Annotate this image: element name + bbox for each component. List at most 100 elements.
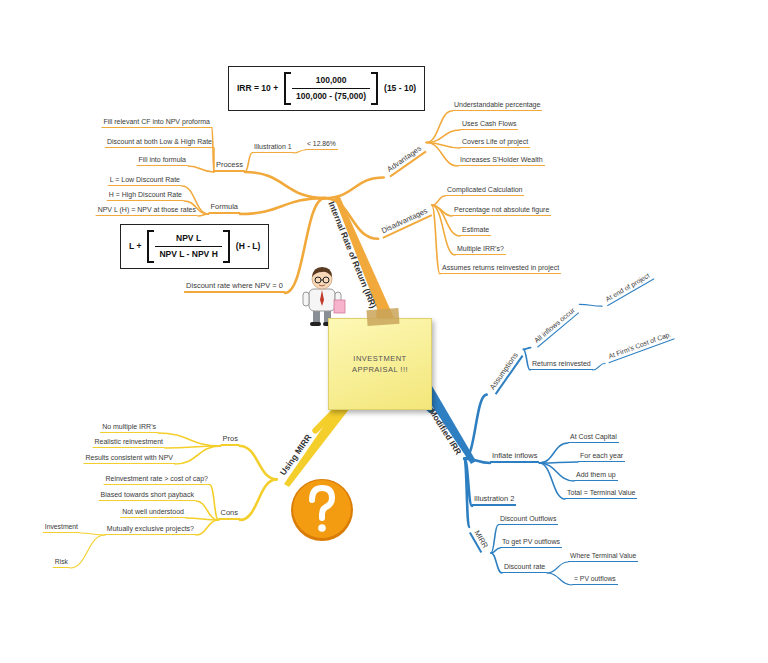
branch-topic: Fill relevant CF into NPV proforma xyxy=(101,117,212,128)
branch-line xyxy=(240,446,277,479)
topic-text: Reinvestment rate > cost of cap? xyxy=(105,475,208,482)
topic-text: MIRR xyxy=(473,529,490,550)
branch-line xyxy=(198,214,208,216)
branch-trunk xyxy=(284,402,350,487)
branch-topic: < 12.86% xyxy=(305,139,338,150)
topic-text: Mutually exclusive projects? xyxy=(107,525,194,532)
topic-text: Not well understood xyxy=(122,508,184,515)
branch-topic: Illustration 2 xyxy=(472,494,516,506)
topic-text: Biased towards short payback xyxy=(101,491,194,498)
branch-topic: MIRR xyxy=(469,527,491,553)
topic-text: At end of project xyxy=(604,272,650,303)
branch-topic: Formula xyxy=(208,202,240,214)
branch-topic: Understandable percentage xyxy=(452,100,542,111)
topic-text: Returns reinvested xyxy=(532,360,591,367)
branch-topic: Where Terminal Value xyxy=(568,551,638,562)
topic-text: Process xyxy=(216,160,243,169)
sticky-tape xyxy=(366,308,399,326)
branch-line xyxy=(523,348,530,350)
branch-line xyxy=(432,196,445,205)
branch-line xyxy=(294,150,305,153)
branch-topic: Covers Life of project xyxy=(460,137,530,148)
topic-text: Multiple IRR's? xyxy=(457,245,504,252)
topic-text: Fill relevant CF into NPV proforma xyxy=(103,118,210,125)
formula-text: NPV L - NPV H xyxy=(155,247,221,260)
topic-text: Modified IRR xyxy=(427,407,463,456)
branch-topic: Add them up xyxy=(574,470,618,481)
branch-line xyxy=(70,535,105,568)
branch-line xyxy=(464,459,490,463)
branch-line xyxy=(491,548,500,553)
branch-topic: Cons xyxy=(218,508,240,520)
branch-line xyxy=(432,205,440,274)
branch-topic: At Firm's Cost of Cap. xyxy=(605,329,675,363)
formula-box: IRR = 10 +100,000100,000 - (75,000)(15 -… xyxy=(228,66,425,111)
branch-line xyxy=(188,166,214,172)
topic-text: Illustration 1 xyxy=(254,143,292,150)
branch-line xyxy=(285,198,325,293)
branch-line xyxy=(491,553,502,573)
topic-text: Fill into formula xyxy=(139,156,186,163)
formula-text: 100,000 - (75,000) xyxy=(292,89,370,102)
branch-line xyxy=(245,172,325,198)
branch-line xyxy=(80,533,105,535)
branch-line xyxy=(464,395,486,459)
topic-text: Cons xyxy=(220,508,238,517)
formula-text: (H - L) xyxy=(236,241,261,252)
branch-topic: = PV outflows xyxy=(572,574,618,585)
branch-line xyxy=(579,304,602,306)
topic-text: Total = Terminal Value xyxy=(567,489,635,496)
topic-text: Internal Rate of Return (IRR) xyxy=(326,200,378,310)
branch-topic: Illustration 1 xyxy=(252,142,294,153)
branch-line xyxy=(539,443,568,463)
branch-line xyxy=(196,501,218,520)
topic-text: At Firm's Cost of Cap. xyxy=(607,330,672,359)
topic-text: Disadvantages xyxy=(380,206,429,235)
branch-topic: Inflate inflows xyxy=(490,451,539,463)
branch-topic: Discount rate where NPV = 0 xyxy=(184,281,285,293)
topic-text: Increases S'Holder Wealth xyxy=(460,156,543,163)
topic-text: Using MIRR xyxy=(278,432,314,477)
topic-text: Discount rate where NPV = 0 xyxy=(186,281,283,290)
topic-text: Assumptions xyxy=(488,351,520,391)
formula-fraction: NPV LNPV L - NPV H xyxy=(155,233,221,260)
branch-topic: Pros xyxy=(221,434,240,446)
branch-topic: Estimate xyxy=(460,225,491,236)
formula-text: IRR = 10 + xyxy=(237,83,278,94)
branch-topic: Fill into formula xyxy=(137,155,188,166)
branch-topic: No multiple IRR's xyxy=(100,422,158,433)
main-branch-label: Using MIRR xyxy=(277,431,316,480)
topic-text: Risk xyxy=(55,558,68,565)
topic-text: < 12.86% xyxy=(307,140,336,147)
topic-text: Estimate xyxy=(462,226,489,233)
topic-text: Discount rate xyxy=(504,563,545,570)
formula-box: L +NPV LNPV L - NPV H(H - L) xyxy=(120,224,269,269)
topic-text: Covers Life of project xyxy=(462,138,528,145)
main-branch-label: Internal Rate of Return (IRR) xyxy=(325,198,380,312)
branch-line xyxy=(426,130,460,143)
topic-text: No multiple IRR's xyxy=(102,423,156,430)
branch-line xyxy=(240,198,325,214)
topic-text: Investment xyxy=(45,523,78,530)
branch-line xyxy=(426,143,458,166)
topic-text: Discount Outflows xyxy=(500,515,556,522)
branch-line xyxy=(464,459,469,527)
branch-topic: At Cost Capital xyxy=(568,432,619,443)
topic-text: Complicated Calculation xyxy=(447,186,522,193)
branch-topic: For each year xyxy=(578,451,625,462)
topic-text: Inflate inflows xyxy=(492,451,537,460)
branch-topic: Discount Outflows xyxy=(498,514,558,525)
branch-line xyxy=(210,485,218,520)
branch-topic: Complicated Calculation xyxy=(445,185,524,196)
branch-topic: Percentage not absolute figure xyxy=(452,205,551,216)
branch-topic: Total = Terminal Value xyxy=(565,488,637,499)
branch-topic: Reinvestment rate > cost of cap? xyxy=(103,474,210,485)
branch-topic: Increases S'Holder Wealth xyxy=(458,155,545,166)
branch-line xyxy=(240,479,277,520)
topic-text: H = High Discount Rate xyxy=(109,191,182,198)
topic-text: Add them up xyxy=(576,471,616,478)
formula-text: 100,000 xyxy=(292,75,370,89)
formula-bracket: NPV LNPV L - NPV H xyxy=(147,230,229,263)
formula-fraction: 100,000100,000 - (75,000) xyxy=(292,75,370,102)
